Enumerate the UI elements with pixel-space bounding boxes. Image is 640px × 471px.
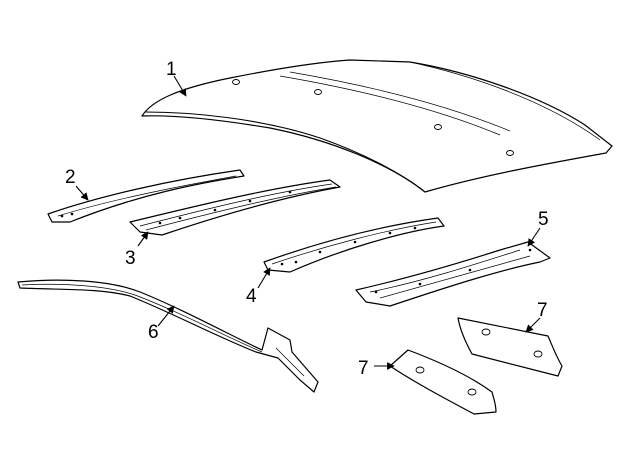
rear-roof-bow [355,241,551,307]
callout-5: 5 [538,209,549,230]
front-roof-bow [47,169,245,223]
side-roof-rail [17,279,319,393]
roof-pad-upper [457,317,563,377]
roof-pad-lower [389,349,497,415]
callout-2: 2 [65,167,76,188]
callout-leaders [75,75,541,370]
callout-4: 4 [246,286,257,307]
roof-bow [129,179,341,236]
callout-3: 3 [125,248,136,269]
callout-1: 1 [166,59,177,80]
center-roof-bow [263,217,445,273]
roof-panel [141,59,613,193]
callout-7-upper: 7 [537,300,548,321]
callout-7-lower: 7 [358,358,369,379]
callout-6: 6 [148,322,159,343]
